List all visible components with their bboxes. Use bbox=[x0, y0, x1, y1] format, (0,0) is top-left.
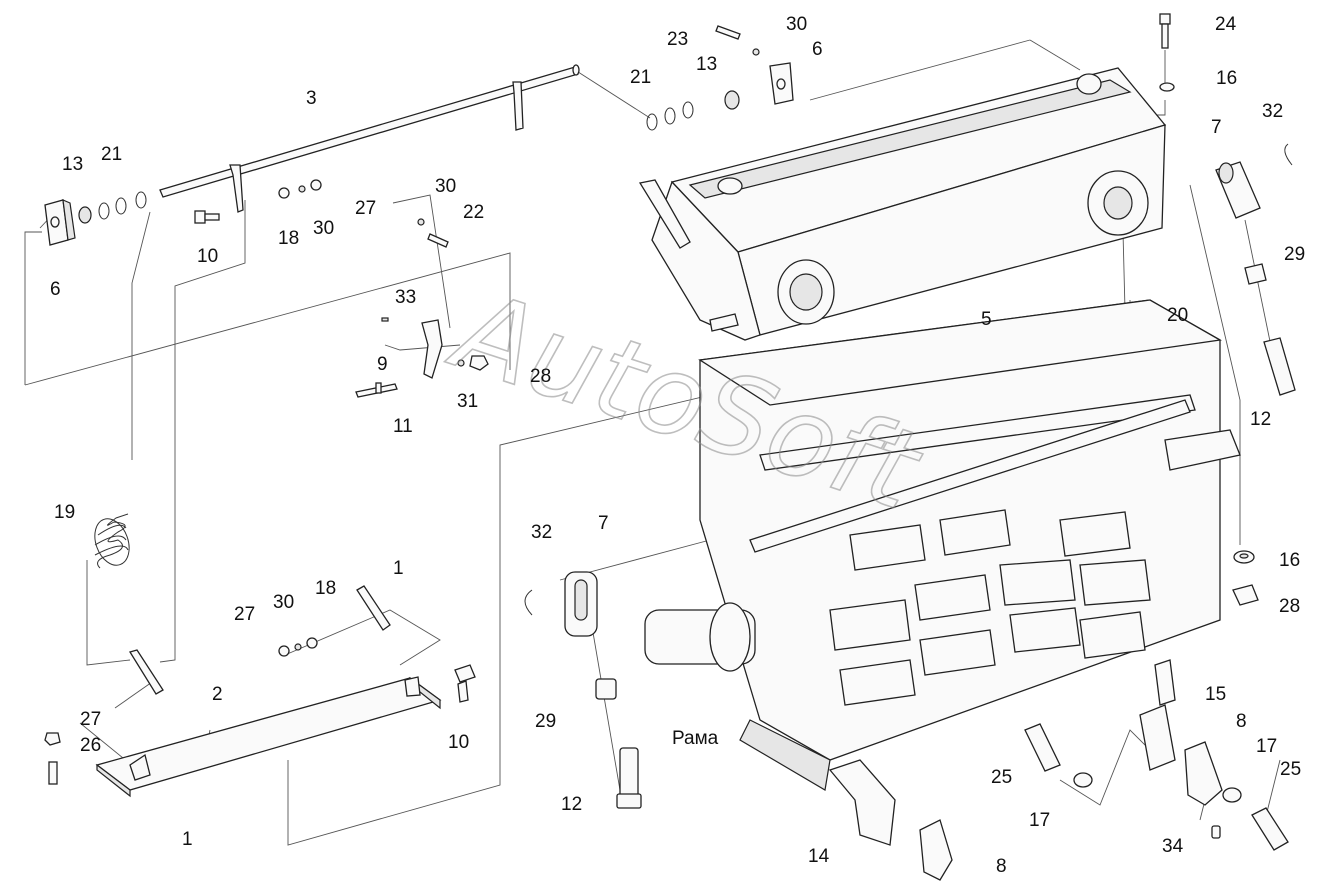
cap-part-8-right bbox=[1184, 741, 1223, 806]
callout-label: 17 bbox=[1029, 810, 1050, 831]
rings-part-21-13-left bbox=[78, 191, 147, 224]
callout-label: 28 bbox=[530, 366, 551, 387]
callout-label: 7 bbox=[1211, 117, 1222, 138]
callout-label: 12 bbox=[1250, 409, 1271, 430]
callout-label: 14 bbox=[808, 846, 830, 867]
nuts-part-27-30-18-lower bbox=[278, 637, 318, 657]
callout-label: 34 bbox=[1162, 836, 1184, 857]
callout-label: 32 bbox=[1262, 101, 1283, 122]
support-part-14 bbox=[828, 759, 896, 846]
callout-label: 18 bbox=[278, 228, 299, 249]
clip-part-32-left bbox=[524, 589, 533, 616]
cap-part-8-lower bbox=[919, 819, 953, 881]
callout-label: 29 bbox=[535, 711, 556, 732]
callout-label: 30 bbox=[786, 14, 807, 35]
callout-label: 6 bbox=[812, 39, 823, 60]
callout-labels: 3 21 13 6 10 18 30 27 30 22 33 9 28 31 1… bbox=[50, 14, 1305, 877]
callout-label: 10 bbox=[197, 246, 218, 267]
callout-label: 31 bbox=[457, 391, 478, 412]
bolt-part-25-left bbox=[1024, 723, 1061, 772]
callout-label: 16 bbox=[1216, 68, 1237, 89]
washer-part-17-right bbox=[1222, 787, 1242, 803]
callout-label: 21 bbox=[101, 144, 122, 165]
bushing-part-29-left bbox=[595, 678, 617, 700]
callout-label: 28 bbox=[1279, 596, 1300, 617]
callout-label: 23 bbox=[667, 29, 688, 50]
callout-label: 8 bbox=[996, 856, 1007, 877]
callout-label: 15 bbox=[1205, 684, 1226, 705]
callout-label: 7 bbox=[598, 513, 609, 534]
callout-label: 30 bbox=[273, 592, 294, 613]
support-part-15 bbox=[1139, 659, 1176, 771]
callout-label: 30 bbox=[313, 218, 334, 239]
callout-label: 3 bbox=[306, 88, 317, 109]
sleeve-part-7-left bbox=[564, 571, 598, 637]
washer-part-17-left bbox=[1073, 772, 1093, 788]
callout-label: 19 bbox=[54, 502, 75, 523]
bolt-part-10-lower bbox=[454, 664, 476, 703]
callout-label: 25 bbox=[1280, 759, 1301, 780]
callout-label: 10 bbox=[448, 732, 469, 753]
callout-label: 27 bbox=[355, 198, 376, 219]
bolt-part-10-top bbox=[194, 210, 220, 224]
bolt-part-23-washer-30 bbox=[715, 25, 760, 56]
pin-part-12-right bbox=[1263, 337, 1296, 396]
nut-bolt-part-27-26 bbox=[44, 732, 61, 785]
callout-label: 20 bbox=[1167, 305, 1188, 326]
link-part-2 bbox=[128, 649, 164, 695]
plate-part-1 bbox=[95, 676, 442, 798]
screw-part-34 bbox=[1211, 825, 1221, 839]
sleeve-part-7-right bbox=[1215, 161, 1261, 219]
link-part-1-small bbox=[356, 585, 391, 631]
rotor-knives bbox=[829, 509, 1151, 706]
rings-part-21-13-right bbox=[646, 90, 740, 131]
callout-label: 2 bbox=[212, 684, 223, 705]
callout-label: 9 bbox=[377, 354, 388, 375]
nut-part-28-frame bbox=[1232, 584, 1259, 606]
bearing-housing-part-6-left bbox=[44, 199, 76, 246]
nuts-part-18-30-27 bbox=[278, 179, 322, 199]
clip-part-32-right bbox=[1284, 143, 1293, 166]
callout-label: 11 bbox=[393, 416, 413, 437]
callout-label: 6 bbox=[50, 279, 61, 300]
callout-label: 29 bbox=[1284, 244, 1305, 265]
callout-label: 22 bbox=[463, 202, 484, 223]
callout-label: 27 bbox=[80, 709, 101, 730]
callout-label: 21 bbox=[630, 67, 651, 88]
callout-label: 1 bbox=[393, 558, 404, 579]
callout-label: 5 bbox=[981, 309, 992, 330]
frame-label: Рама bbox=[672, 728, 719, 749]
callout-label: 16 bbox=[1279, 550, 1300, 571]
callout-label: 1 bbox=[182, 829, 193, 850]
pin-part-12-left bbox=[616, 747, 642, 809]
callout-label: 26 bbox=[80, 735, 101, 756]
callout-label: 13 bbox=[62, 154, 83, 175]
callout-label: 8 bbox=[1236, 711, 1247, 732]
callout-label: 27 bbox=[234, 604, 255, 625]
shaft-part-3 bbox=[159, 64, 580, 213]
callout-label: 17 bbox=[1256, 736, 1277, 757]
bearing-housing-part-6-right bbox=[769, 62, 794, 105]
callout-label: 25 bbox=[991, 767, 1012, 788]
callout-label: 13 bbox=[696, 54, 717, 75]
callout-label: 30 bbox=[435, 176, 456, 197]
callout-label: 12 bbox=[561, 794, 582, 815]
callout-label: 33 bbox=[395, 287, 416, 308]
bolt-part-25-right bbox=[1251, 807, 1289, 851]
spring-part-19 bbox=[94, 513, 130, 569]
callout-label: 32 bbox=[531, 522, 552, 543]
lever-part-9 bbox=[355, 317, 489, 398]
bolt-part-24-washer-16 bbox=[1159, 13, 1175, 92]
washer-part-16-frame bbox=[1233, 550, 1255, 564]
callout-label: 24 bbox=[1215, 14, 1237, 35]
callout-label: 18 bbox=[315, 578, 336, 599]
gearbox-housing-part-5 bbox=[638, 67, 1167, 341]
frame-shaft bbox=[749, 399, 1191, 553]
pin-part-22 bbox=[417, 218, 449, 248]
bushing-part-29-right bbox=[1244, 263, 1267, 285]
